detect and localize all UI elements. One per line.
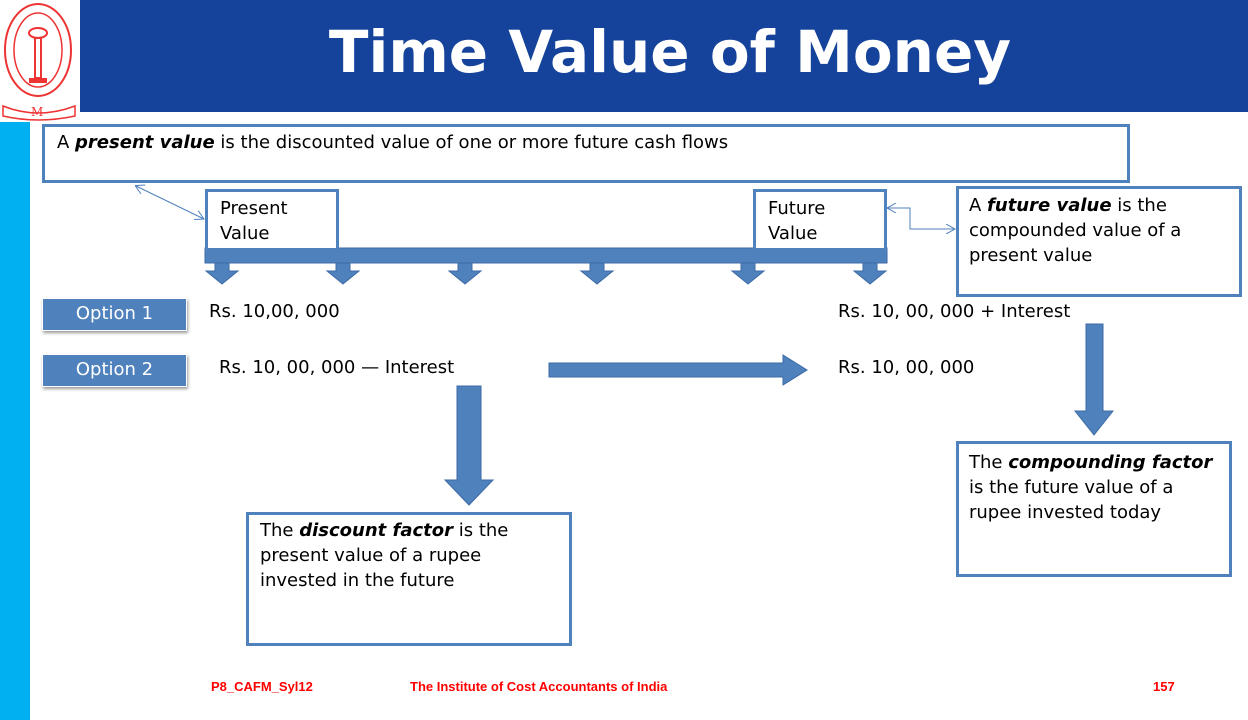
slide-title: Time Value of Money [328, 18, 1012, 86]
fv-prefix: A [969, 195, 988, 216]
timeline-down-arrows [204, 262, 888, 285]
discount-factor-box: The discount factor is the present value… [246, 512, 572, 646]
down-arrow-icon [447, 262, 483, 285]
df-prefix: The [260, 520, 300, 541]
down-arrow-icon [730, 262, 766, 285]
option-2-label: Option 2 [42, 354, 187, 387]
present-value-label: Present Value [220, 198, 288, 244]
option-1-present: Rs. 10,00, 000 [209, 301, 340, 322]
cf-prefix: The [969, 452, 1009, 473]
compound-down-arrow-icon [1073, 323, 1115, 436]
fv-suffix: is the compounded value of a present val… [969, 195, 1182, 266]
discount-down-arrow-icon [443, 385, 495, 506]
timeline-bar [204, 247, 888, 264]
fv-emphasis: future value [987, 195, 1112, 216]
right-arrow-icon [548, 354, 808, 386]
down-arrow-icon [325, 262, 361, 285]
option-1-future: Rs. 10, 00, 000 + Interest [838, 301, 1071, 322]
present-value-label-box: Present Value [205, 189, 339, 251]
compounding-factor-box: The compounding factor is the future val… [956, 441, 1232, 577]
option-1-label: Option 1 [42, 298, 187, 331]
present-value-definition-box: A present value is the discounted value … [42, 124, 1130, 183]
future-value-label-box: Future Value [753, 189, 887, 251]
option-2-present: Rs. 10, 00, 000 — Interest [219, 357, 455, 378]
down-arrow-icon [852, 262, 888, 285]
cf-emphasis: compounding factor [1008, 452, 1213, 473]
present-connector-arrow [136, 186, 204, 219]
future-value-definition-box: A future value is the compounded value o… [956, 186, 1242, 297]
definition-prefix: A [57, 132, 76, 153]
option-2-future: Rs. 10, 00, 000 [838, 357, 975, 378]
future-value-label: Future Value [768, 198, 826, 244]
df-suffix: is the present value of a rupee invested… [260, 520, 509, 591]
title-bar [80, 0, 1248, 112]
footer-code: P8_CAFM_Syl12 [211, 679, 313, 694]
down-arrow-icon [579, 262, 615, 285]
side-accent-bar [0, 122, 30, 720]
institute-logo: M [0, 0, 80, 122]
footer-institute: The Institute of Cost Accountants of Ind… [410, 679, 668, 694]
df-emphasis: discount factor [299, 520, 454, 541]
cf-suffix: is the future value of a rupee invested … [969, 477, 1174, 523]
svg-text:M: M [31, 105, 43, 119]
down-arrow-icon [204, 262, 240, 285]
future-connector-arrow [888, 208, 955, 229]
definition-emphasis: present value [75, 132, 215, 153]
logo-seal-icon: M [2, 3, 76, 121]
definition-suffix: is the discounted value of one or more f… [214, 132, 729, 153]
page-number: 157 [1153, 679, 1175, 694]
